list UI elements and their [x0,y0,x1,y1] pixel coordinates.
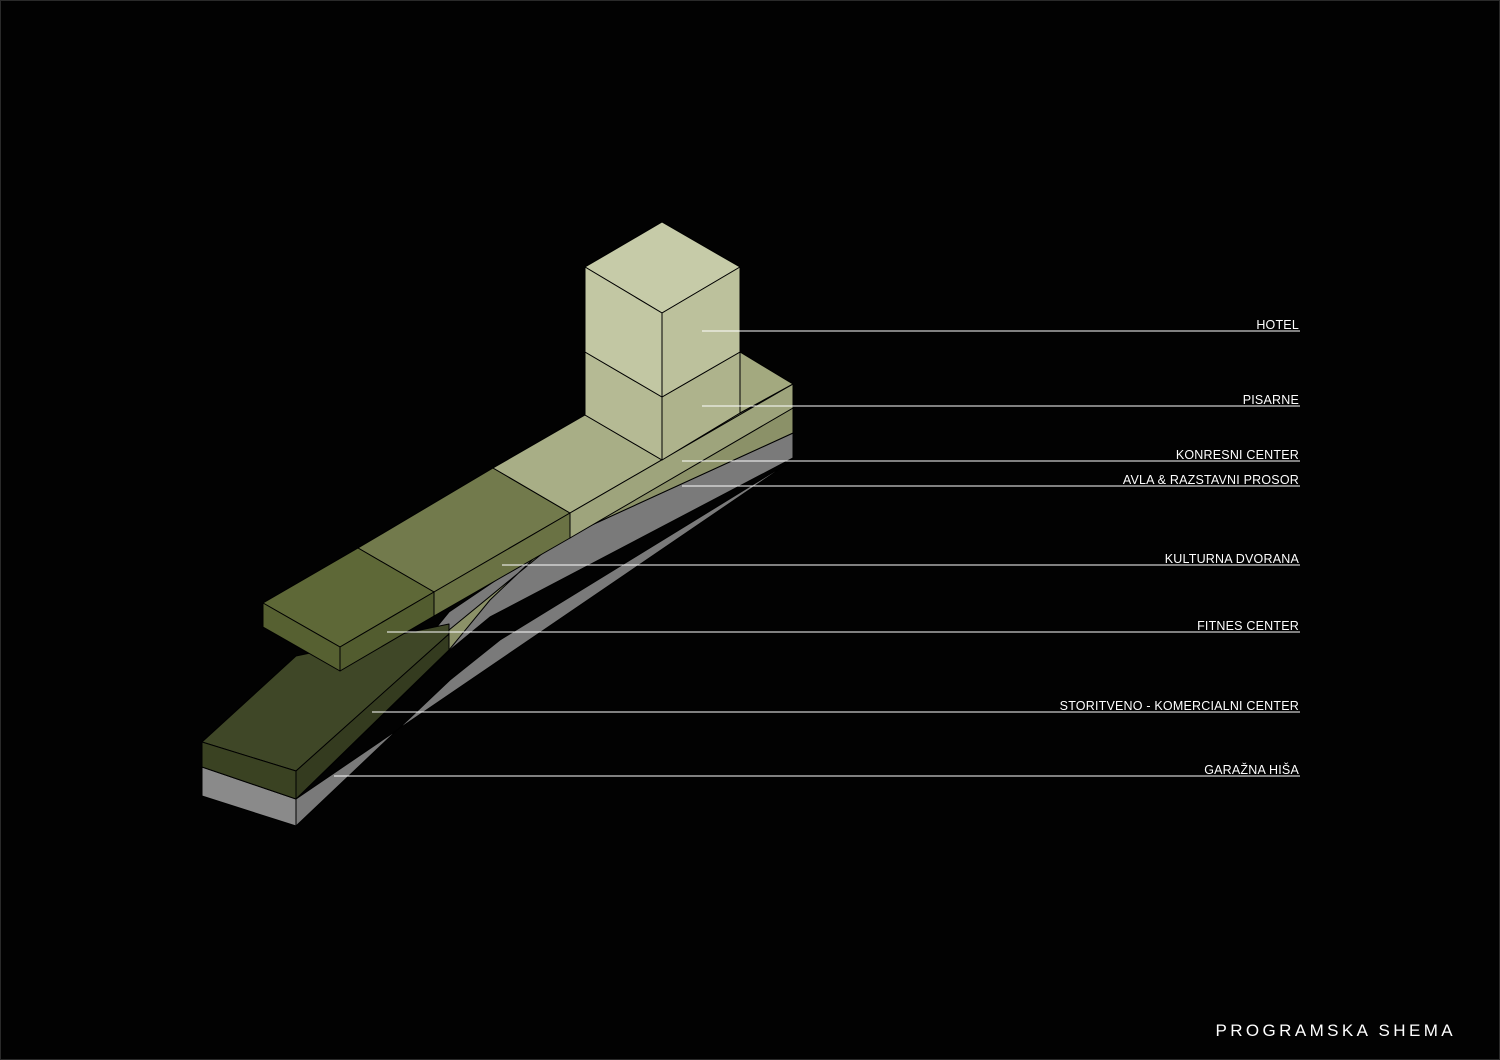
label-garaza: GARAŽNA HIŠA [1204,762,1299,777]
label-avla: AVLA & RAZSTAVNI PROSOR [1123,473,1299,487]
volume-hotel [584,221,741,398]
label-kulturna: KULTURNA DVORANA [1165,552,1300,566]
volume-pisarne [584,351,794,461]
label-group: HOTEL PISARNE KONRESNI CENTER AVLA & RAZSTA… [334,318,1300,777]
page-title: PROGRAMSKA SHEMA [1215,1021,1456,1040]
label-fitnes: FITNES CENTER [1197,619,1299,633]
volume-storitveno-komercialni [201,623,450,800]
label-pisarne: PISARNE [1243,393,1299,407]
hotel-side-face [661,266,741,398]
label-hotel: HOTEL [1256,318,1299,332]
pisarne-roof-face [739,351,794,414]
kongresni-side-face [569,383,794,539]
garaza-side-face [295,432,794,827]
label-kongresni: KONRESNI CENTER [1176,448,1299,462]
label-storitveno: STORITVENO - KOMERCIALNI CENTER [1060,699,1299,713]
